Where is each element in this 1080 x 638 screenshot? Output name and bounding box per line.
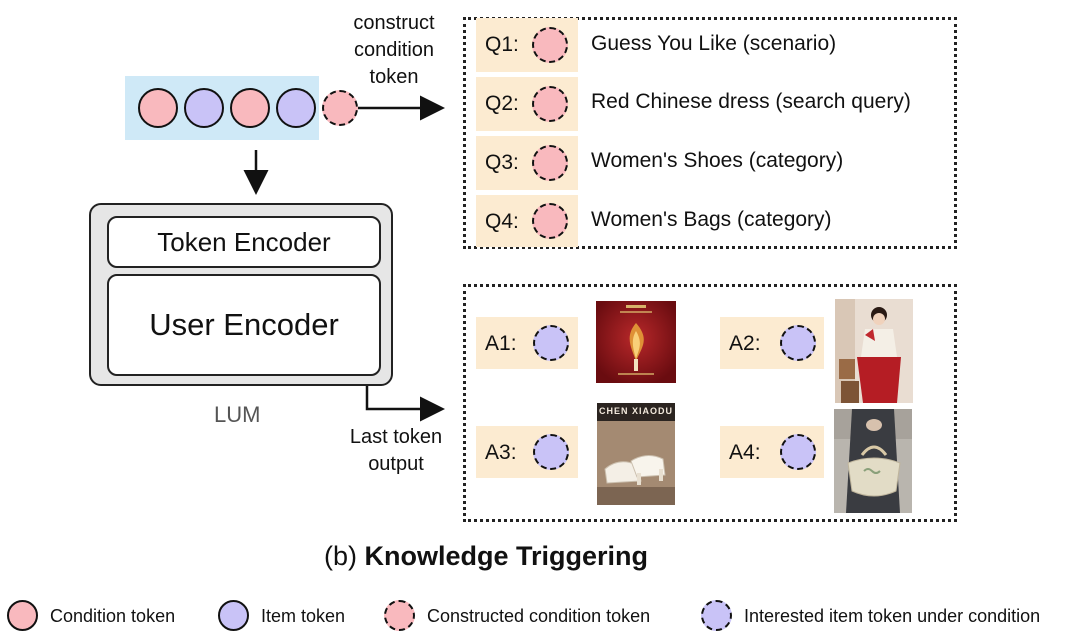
query-token-4 [532, 203, 568, 239]
query-token-3 [532, 145, 568, 181]
query-token-1 [532, 27, 568, 63]
last-token-output-label: Last token output [336, 424, 456, 478]
query-text-1: Guess You Like (scenario) [591, 32, 837, 55]
legend-swatch-condition [7, 600, 38, 631]
legend-swatch-interested [701, 600, 732, 631]
user-encoder-box: User Encoder [107, 274, 381, 376]
query-text-4: Women's Bags (category) [591, 208, 832, 231]
legend-swatch-constructed [384, 600, 415, 631]
arrow-to-answers [365, 386, 445, 422]
user-encoder-label: User Encoder [149, 307, 339, 342]
red-dress-graphic [835, 299, 913, 403]
answer-id-4: A4: [729, 441, 761, 464]
query-token-2 [532, 86, 568, 122]
figure-caption: (b) Knowledge Triggering [324, 541, 648, 572]
output-label-line1: Last token [349, 426, 443, 448]
construct-label-line2: condition [353, 39, 435, 61]
answer-token-4 [780, 434, 816, 470]
product-image-bag [834, 409, 912, 513]
constructed-condition-token [322, 90, 358, 126]
legend-label-interested: Interested item token under condition [744, 606, 1041, 626]
query-panel [463, 17, 957, 249]
item-token-1 [184, 88, 224, 128]
answer-id-3: A3: [485, 441, 517, 464]
product-image-red-poster [596, 301, 676, 383]
answer-token-2 [780, 325, 816, 361]
caption-prefix: (b) [324, 541, 365, 571]
shoe-brand-text: CHEN XIAODU [598, 406, 673, 416]
input-token-sequence [125, 76, 319, 140]
condition-token-2 [230, 88, 270, 128]
query-id-4: Q4: [485, 210, 519, 233]
legend-label-condition: Condition token [50, 606, 176, 626]
bag-graphic [834, 409, 912, 513]
construct-label-line1: construct [353, 12, 435, 34]
caption-title: Knowledge Triggering [364, 541, 649, 571]
lum-caption: LUM [214, 402, 261, 427]
answer-id-1: A1: [485, 332, 517, 355]
construct-condition-label: construct condition token [339, 10, 449, 91]
answer-panel [463, 284, 957, 522]
condition-token-1 [138, 88, 178, 128]
legend-swatch-item [218, 600, 249, 631]
output-label-line2: output [368, 453, 424, 475]
product-image-shoes: CHEN XIAODU [597, 403, 675, 505]
query-text-3: Women's Shoes (category) [591, 149, 844, 172]
query-id-1: Q1: [485, 33, 519, 56]
answer-token-1 [533, 325, 569, 361]
token-encoder-label: Token Encoder [157, 226, 331, 257]
answer-id-2: A2: [729, 332, 761, 355]
lum-model-block: Token Encoder User Encoder [89, 203, 393, 386]
shoes-graphic [597, 403, 675, 505]
construct-label-line3: token [369, 66, 419, 88]
item-token-2 [276, 88, 316, 128]
token-encoder-box: Token Encoder [107, 216, 381, 268]
red-poster-graphic [596, 301, 676, 383]
answer-token-3 [533, 434, 569, 470]
query-id-2: Q2: [485, 92, 519, 115]
query-id-3: Q3: [485, 151, 519, 174]
product-image-red-dress [835, 299, 913, 403]
legend-label-item: Item token [261, 606, 346, 626]
query-text-2: Red Chinese dress (search query) [591, 90, 911, 113]
legend-label-constructed: Constructed condition token [427, 606, 651, 626]
